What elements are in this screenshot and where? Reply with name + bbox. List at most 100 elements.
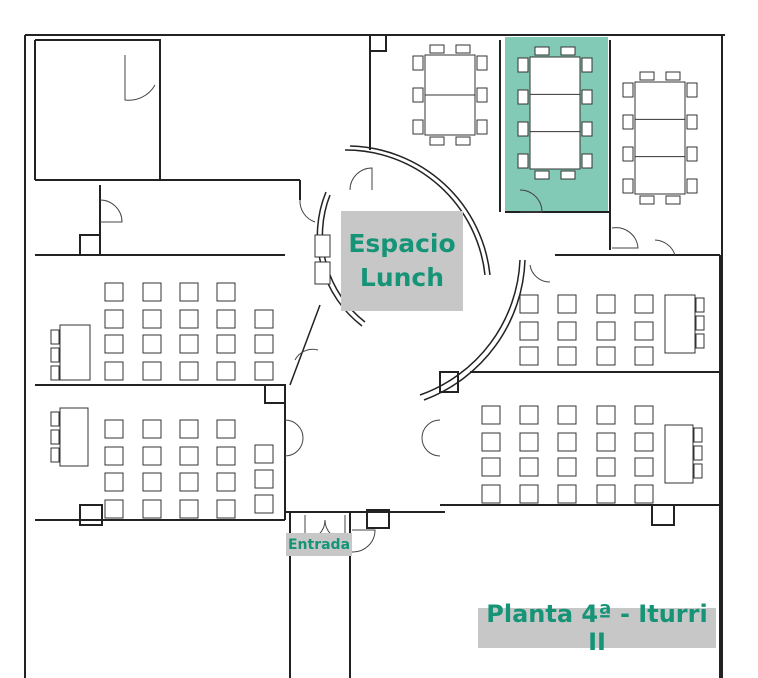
chair xyxy=(104,334,124,354)
table xyxy=(664,424,694,484)
chair xyxy=(429,44,445,54)
chair xyxy=(104,499,124,519)
chair xyxy=(179,282,199,302)
chair xyxy=(216,309,236,329)
chair xyxy=(519,321,539,341)
chair xyxy=(560,170,576,180)
chair xyxy=(254,309,274,329)
chair xyxy=(254,334,274,354)
chair xyxy=(634,321,654,341)
chair xyxy=(519,432,539,452)
chair xyxy=(216,419,236,439)
chair xyxy=(50,429,60,445)
chair xyxy=(412,119,424,135)
chair xyxy=(634,346,654,366)
chair xyxy=(476,119,488,135)
meeting-table xyxy=(529,56,581,170)
chair xyxy=(557,321,577,341)
chair xyxy=(216,446,236,466)
chair xyxy=(639,71,655,81)
chair xyxy=(557,294,577,314)
chair xyxy=(534,170,550,180)
chair xyxy=(581,89,593,105)
chair xyxy=(179,499,199,519)
chair xyxy=(686,114,698,130)
chair xyxy=(695,333,705,349)
chair xyxy=(142,309,162,329)
chair xyxy=(639,195,655,205)
chair xyxy=(517,89,529,105)
chair xyxy=(634,294,654,314)
chair xyxy=(686,178,698,194)
chair xyxy=(50,411,60,427)
chair xyxy=(142,419,162,439)
chair xyxy=(179,419,199,439)
chair xyxy=(412,55,424,71)
chair xyxy=(179,472,199,492)
chair xyxy=(142,361,162,381)
chair xyxy=(581,57,593,73)
chair xyxy=(665,71,681,81)
bench xyxy=(314,234,331,258)
chair xyxy=(481,484,501,504)
chair xyxy=(50,447,60,463)
chair xyxy=(634,484,654,504)
chair xyxy=(665,195,681,205)
chair xyxy=(557,346,577,366)
chair xyxy=(254,361,274,381)
chair xyxy=(534,46,550,56)
chair xyxy=(693,445,703,461)
chair xyxy=(622,178,634,194)
chair xyxy=(429,136,445,146)
chair xyxy=(216,334,236,354)
chair xyxy=(519,346,539,366)
chair xyxy=(634,432,654,452)
chair xyxy=(142,282,162,302)
chair xyxy=(216,499,236,519)
chair xyxy=(596,321,616,341)
chair xyxy=(519,484,539,504)
chair xyxy=(216,361,236,381)
chair xyxy=(254,469,274,489)
lunch-label-line1: Espacio xyxy=(348,229,456,258)
chair xyxy=(254,444,274,464)
chair xyxy=(693,427,703,443)
chair xyxy=(557,484,577,504)
chair xyxy=(142,472,162,492)
chair xyxy=(581,121,593,137)
chair xyxy=(622,114,634,130)
chair xyxy=(686,146,698,162)
chair xyxy=(104,282,124,302)
chair xyxy=(581,153,593,169)
chair xyxy=(634,405,654,425)
chair xyxy=(476,55,488,71)
chair xyxy=(517,121,529,137)
chair xyxy=(50,365,60,381)
chair xyxy=(481,432,501,452)
chair xyxy=(142,446,162,466)
chair xyxy=(476,87,488,103)
table xyxy=(59,324,91,381)
chair xyxy=(216,282,236,302)
entrance-label: Entrada xyxy=(286,533,352,556)
chair xyxy=(104,472,124,492)
chair xyxy=(179,361,199,381)
chair xyxy=(179,309,199,329)
chair xyxy=(622,82,634,98)
chair xyxy=(50,329,60,345)
chair xyxy=(254,494,274,514)
chair xyxy=(557,457,577,477)
chair xyxy=(179,334,199,354)
chair xyxy=(142,334,162,354)
chair xyxy=(695,297,705,313)
table xyxy=(59,407,89,467)
chair xyxy=(517,153,529,169)
chair xyxy=(634,457,654,477)
chair xyxy=(519,405,539,425)
chair xyxy=(596,346,616,366)
chair xyxy=(560,46,576,56)
chair xyxy=(693,463,703,479)
chair xyxy=(596,294,616,314)
